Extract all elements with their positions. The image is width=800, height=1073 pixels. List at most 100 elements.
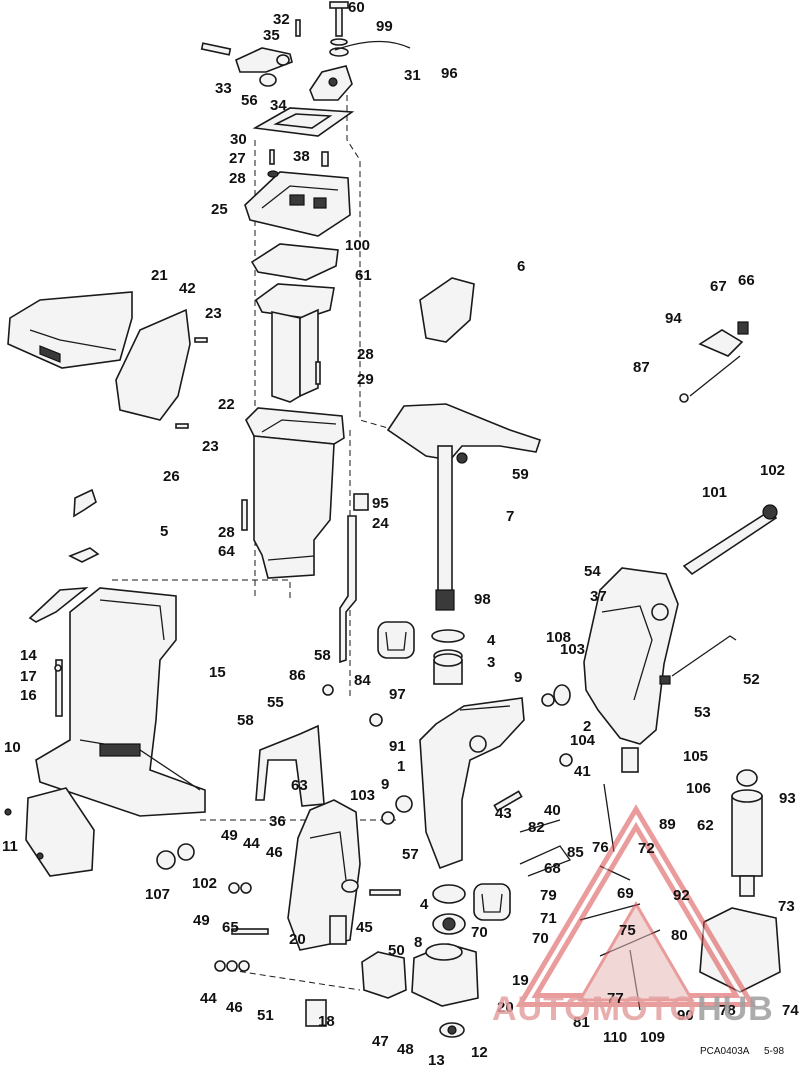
lubrication-symbols xyxy=(377,621,511,921)
part-callout-44: 44 xyxy=(200,990,217,1007)
part-callout-28: 28 xyxy=(218,524,235,541)
part-callout-106: 106 xyxy=(686,780,711,797)
part-callout-77: 77 xyxy=(607,990,624,1007)
part-callout-5: 5 xyxy=(160,523,168,540)
part-callout-32: 32 xyxy=(273,11,290,28)
part-callout-22: 22 xyxy=(218,396,235,413)
stern-bracket-right xyxy=(583,567,679,745)
part-callout-61: 61 xyxy=(355,267,372,284)
exhaust-gasket xyxy=(250,243,339,281)
exhaust-housing xyxy=(241,407,345,579)
part-callout-70: 70 xyxy=(532,930,549,947)
part-callout-78: 78 xyxy=(719,1002,736,1019)
part-callout-53: 53 xyxy=(694,704,711,721)
part-callout-20: 20 xyxy=(289,931,306,948)
part-callout-9: 9 xyxy=(514,669,522,686)
part-callout-47: 47 xyxy=(372,1033,389,1050)
throttle-link-rod xyxy=(334,40,411,51)
part-callout-30: 30 xyxy=(230,131,247,148)
part-callout-89: 89 xyxy=(659,816,676,833)
part-callout-59: 59 xyxy=(512,466,529,483)
part-callout-56: 56 xyxy=(241,92,258,109)
part-callout-92: 92 xyxy=(673,887,690,904)
part-callout-104: 104 xyxy=(570,732,596,749)
part-callout-97: 97 xyxy=(389,686,406,703)
part-callout-105: 105 xyxy=(683,748,708,765)
part-callout-36: 36 xyxy=(269,813,286,830)
part-callout-75: 75 xyxy=(619,922,636,939)
part-callout-19: 19 xyxy=(512,972,529,989)
part-callout-91: 91 xyxy=(389,738,406,755)
friction-plate xyxy=(200,19,301,87)
part-callout-84: 84 xyxy=(354,672,371,689)
part-callout-108: 108 xyxy=(546,629,571,646)
part-callout-1: 1 xyxy=(397,758,405,775)
part-callout-23: 23 xyxy=(202,438,219,455)
drive-shaft-housing xyxy=(35,587,206,817)
part-callout-40: 40 xyxy=(544,802,561,819)
part-callout-50: 50 xyxy=(388,942,405,959)
part-callout-66: 66 xyxy=(738,272,755,289)
part-callout-38: 38 xyxy=(293,148,310,165)
hardware-top-bolt xyxy=(329,1,349,57)
part-callout-31: 31 xyxy=(404,67,421,84)
steering-arm-shaft xyxy=(386,403,542,611)
part-callout-71: 71 xyxy=(540,910,557,927)
part-callout-46: 46 xyxy=(266,844,283,861)
part-callout-45: 45 xyxy=(356,919,373,936)
automotohub-logo-watermark xyxy=(515,804,757,1007)
part-callout-72: 72 xyxy=(638,840,655,857)
part-callout-58: 58 xyxy=(237,712,254,729)
part-callout-11: 11 xyxy=(2,838,18,855)
swivel-bracket-pivot xyxy=(309,65,353,101)
part-callout-6: 6 xyxy=(517,258,525,275)
part-callout-60: 60 xyxy=(348,0,365,16)
part-callout-51: 51 xyxy=(257,1007,274,1024)
part-callout-8: 8 xyxy=(414,934,422,951)
part-callout-94: 94 xyxy=(665,310,682,327)
part-callout-33: 33 xyxy=(215,80,232,97)
swivel-bracket xyxy=(419,684,573,870)
part-callout-96: 96 xyxy=(441,65,458,82)
tilt-tube xyxy=(682,504,778,576)
part-callout-107: 107 xyxy=(145,886,170,903)
part-callout-100: 100 xyxy=(345,237,370,254)
washers-small xyxy=(156,684,413,972)
part-callout-14: 14 xyxy=(20,647,37,664)
part-callout-70: 70 xyxy=(471,924,488,941)
part-callout-62: 62 xyxy=(697,817,714,834)
part-callout-65: 65 xyxy=(222,919,239,936)
part-callout-12: 12 xyxy=(471,1044,488,1061)
part-callout-48: 48 xyxy=(397,1041,414,1058)
part-callout-24: 24 xyxy=(372,515,389,532)
part-callout-95: 95 xyxy=(372,495,389,512)
part-callout-57: 57 xyxy=(402,846,419,863)
part-callout-54: 54 xyxy=(584,563,601,580)
drawing-date: 5-98 xyxy=(764,1046,785,1057)
thumb-lever-assembly xyxy=(679,321,749,403)
part-callout-4: 4 xyxy=(487,632,496,649)
part-callout-26: 26 xyxy=(163,468,180,485)
part-callout-73: 73 xyxy=(778,898,795,915)
part-callout-86: 86 xyxy=(289,667,306,684)
part-callout-52: 52 xyxy=(743,671,760,688)
part-callout-98: 98 xyxy=(474,591,491,608)
part-callout-37: 37 xyxy=(590,588,607,605)
part-callout-81: 81 xyxy=(573,1014,590,1031)
upper-mount-gasket xyxy=(252,107,355,137)
part-callout-28: 28 xyxy=(357,346,374,363)
part-callout-102: 102 xyxy=(760,462,785,479)
part-callout-10: 10 xyxy=(4,739,21,756)
part-callout-76: 76 xyxy=(592,839,609,856)
part-callout-17: 17 xyxy=(20,668,37,685)
part-callout-103: 103 xyxy=(350,787,375,804)
part-callout-85: 85 xyxy=(567,844,584,861)
part-callout-79: 79 xyxy=(540,887,557,904)
part-callout-99: 99 xyxy=(376,18,393,35)
part-callout-69: 69 xyxy=(617,885,634,902)
part-callout-25: 25 xyxy=(211,201,228,218)
part-callout-27: 27 xyxy=(229,150,246,167)
part-callout-55: 55 xyxy=(267,694,284,711)
